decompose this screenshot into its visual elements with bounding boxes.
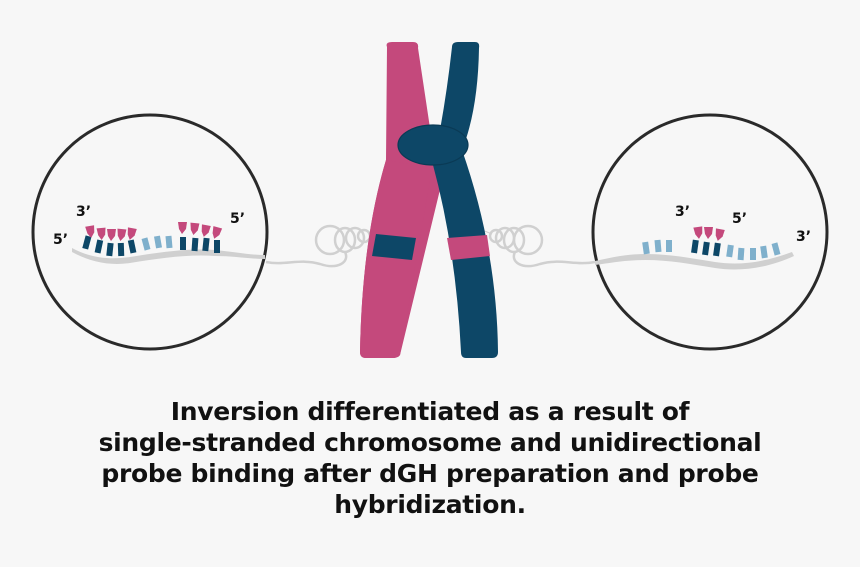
navy-chromatid <box>433 42 498 358</box>
left-label-3prime: 3’ <box>76 204 91 220</box>
left-dna-thread <box>265 224 379 268</box>
left-probes-a <box>85 225 137 241</box>
caption-line-4: hybridization. <box>334 490 526 519</box>
diagram-caption: Inversion differentiated as a result of … <box>0 396 860 520</box>
caption-line-1: Inversion differentiated as a result of <box>170 397 690 426</box>
caption-line-2: single-stranded chromosome and unidirect… <box>98 428 762 457</box>
chromosome <box>360 42 498 358</box>
left-zoom-panel: 5’ 3’ 5’ <box>31 113 269 351</box>
centromere <box>397 124 469 166</box>
left-label-5prime-end: 5’ <box>230 211 245 227</box>
right-label-3prime-probe: 3’ <box>675 204 690 220</box>
left-probes-b <box>178 222 223 239</box>
left-unbound-bases <box>141 235 173 251</box>
right-label-5prime-probe: 5’ <box>732 211 747 227</box>
left-bound-bases-b <box>180 237 220 253</box>
right-bound-bases <box>691 239 721 257</box>
right-label-3prime-strand: 3’ <box>796 229 811 245</box>
right-probes <box>693 226 725 241</box>
left-bound-bases-a <box>82 235 137 257</box>
navy-band-on-pink <box>372 234 416 260</box>
right-zoom-panel: 3’ 5’ 3’ <box>591 113 829 351</box>
right-unbound-bases <box>642 239 781 261</box>
right-backbone <box>595 252 794 270</box>
left-label-5prime-start: 5’ <box>53 232 68 248</box>
pink-band-on-navy <box>447 235 490 260</box>
caption-line-3: probe binding after dGH preparation and … <box>101 459 759 488</box>
right-dna-thread <box>481 224 596 268</box>
